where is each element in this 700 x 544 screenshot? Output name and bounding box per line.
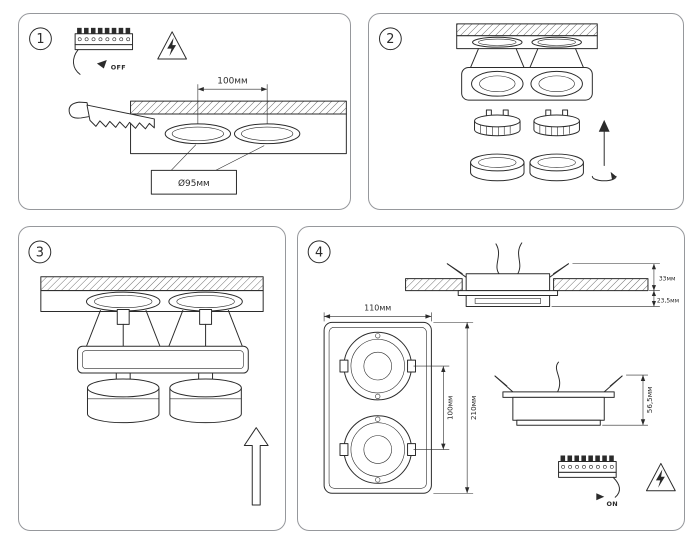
power-on-pointer-icon: [596, 493, 605, 501]
terminal-block-icon-step4: [558, 455, 620, 498]
power-off-pointer-icon: [96, 60, 107, 69]
step-2-number: 2: [386, 32, 394, 47]
step-1-illustration: 1 OFF: [29, 27, 347, 195]
hole-spacing-dimension: 100мм: [197, 76, 268, 124]
electric-shock-warning-icon-step4: [645, 462, 676, 492]
step-1-number: 1: [36, 32, 44, 47]
rotate-arrow-icon: [591, 171, 617, 182]
step-3-badge: 3: [28, 240, 52, 264]
step-3-illustration: 3: [28, 240, 269, 506]
saw-icon: [68, 101, 155, 130]
step-3-number: 3: [36, 245, 44, 260]
gx53-lamp-right: [533, 109, 580, 137]
power-off-label: OFF: [111, 63, 126, 71]
power-on-label: ON: [606, 500, 617, 508]
recess-depth-label: 33мм: [659, 276, 676, 283]
step-4-number: 4: [315, 245, 323, 260]
step-2-illustration: 2: [379, 23, 617, 182]
gx53-lamp-left: [474, 109, 521, 137]
ceiling-section: [40, 276, 264, 312]
panel-step-2: 2: [368, 13, 684, 210]
top-view-with-dimensions: 110мм: [323, 303, 478, 494]
trim-ring-left: [470, 153, 525, 182]
panel-step-3: 3: [18, 226, 286, 531]
side-view-with-dimension: 56,5мм: [494, 361, 654, 426]
hole-diameter-label: Ø95мм: [178, 178, 210, 189]
ceiling-with-cutouts: [130, 100, 347, 155]
installed-cross-section: 33мм 23,5мм: [405, 242, 679, 307]
spot-head-left: [86, 378, 160, 424]
step-4-badge: 4: [307, 240, 331, 264]
cutout-width-label: 110мм: [364, 303, 391, 312]
hole-diameter-callout: Ø95мм: [150, 144, 265, 195]
step-4-illustration: 4: [307, 240, 679, 508]
step-1-badge: 1: [29, 27, 52, 51]
panel-step-1: 1 OFF: [18, 13, 351, 210]
below-ceiling-height-label: 23,5мм: [657, 298, 679, 305]
body-height-label: 56,5мм: [645, 387, 654, 414]
mounting-frame-with-spring-clips: [461, 48, 593, 101]
ceiling-section: [456, 23, 598, 50]
hole-spacing-label-step4: 100мм: [445, 396, 454, 420]
hole-spacing-label: 100мм: [217, 76, 247, 86]
spot-head-right: [169, 378, 242, 424]
total-length-label: 210мм: [469, 396, 478, 420]
insert-direction-arrow-icon: [598, 119, 610, 166]
terminal-block-icon: [73, 27, 134, 75]
push-up-arrow-icon: [243, 427, 269, 506]
trim-ring-right: [529, 153, 584, 182]
fixture-hanging-assembly: [77, 309, 249, 383]
panel-step-4: 4: [297, 226, 685, 531]
step-2-badge: 2: [379, 27, 402, 51]
electric-shock-warning-icon: [157, 31, 187, 60]
